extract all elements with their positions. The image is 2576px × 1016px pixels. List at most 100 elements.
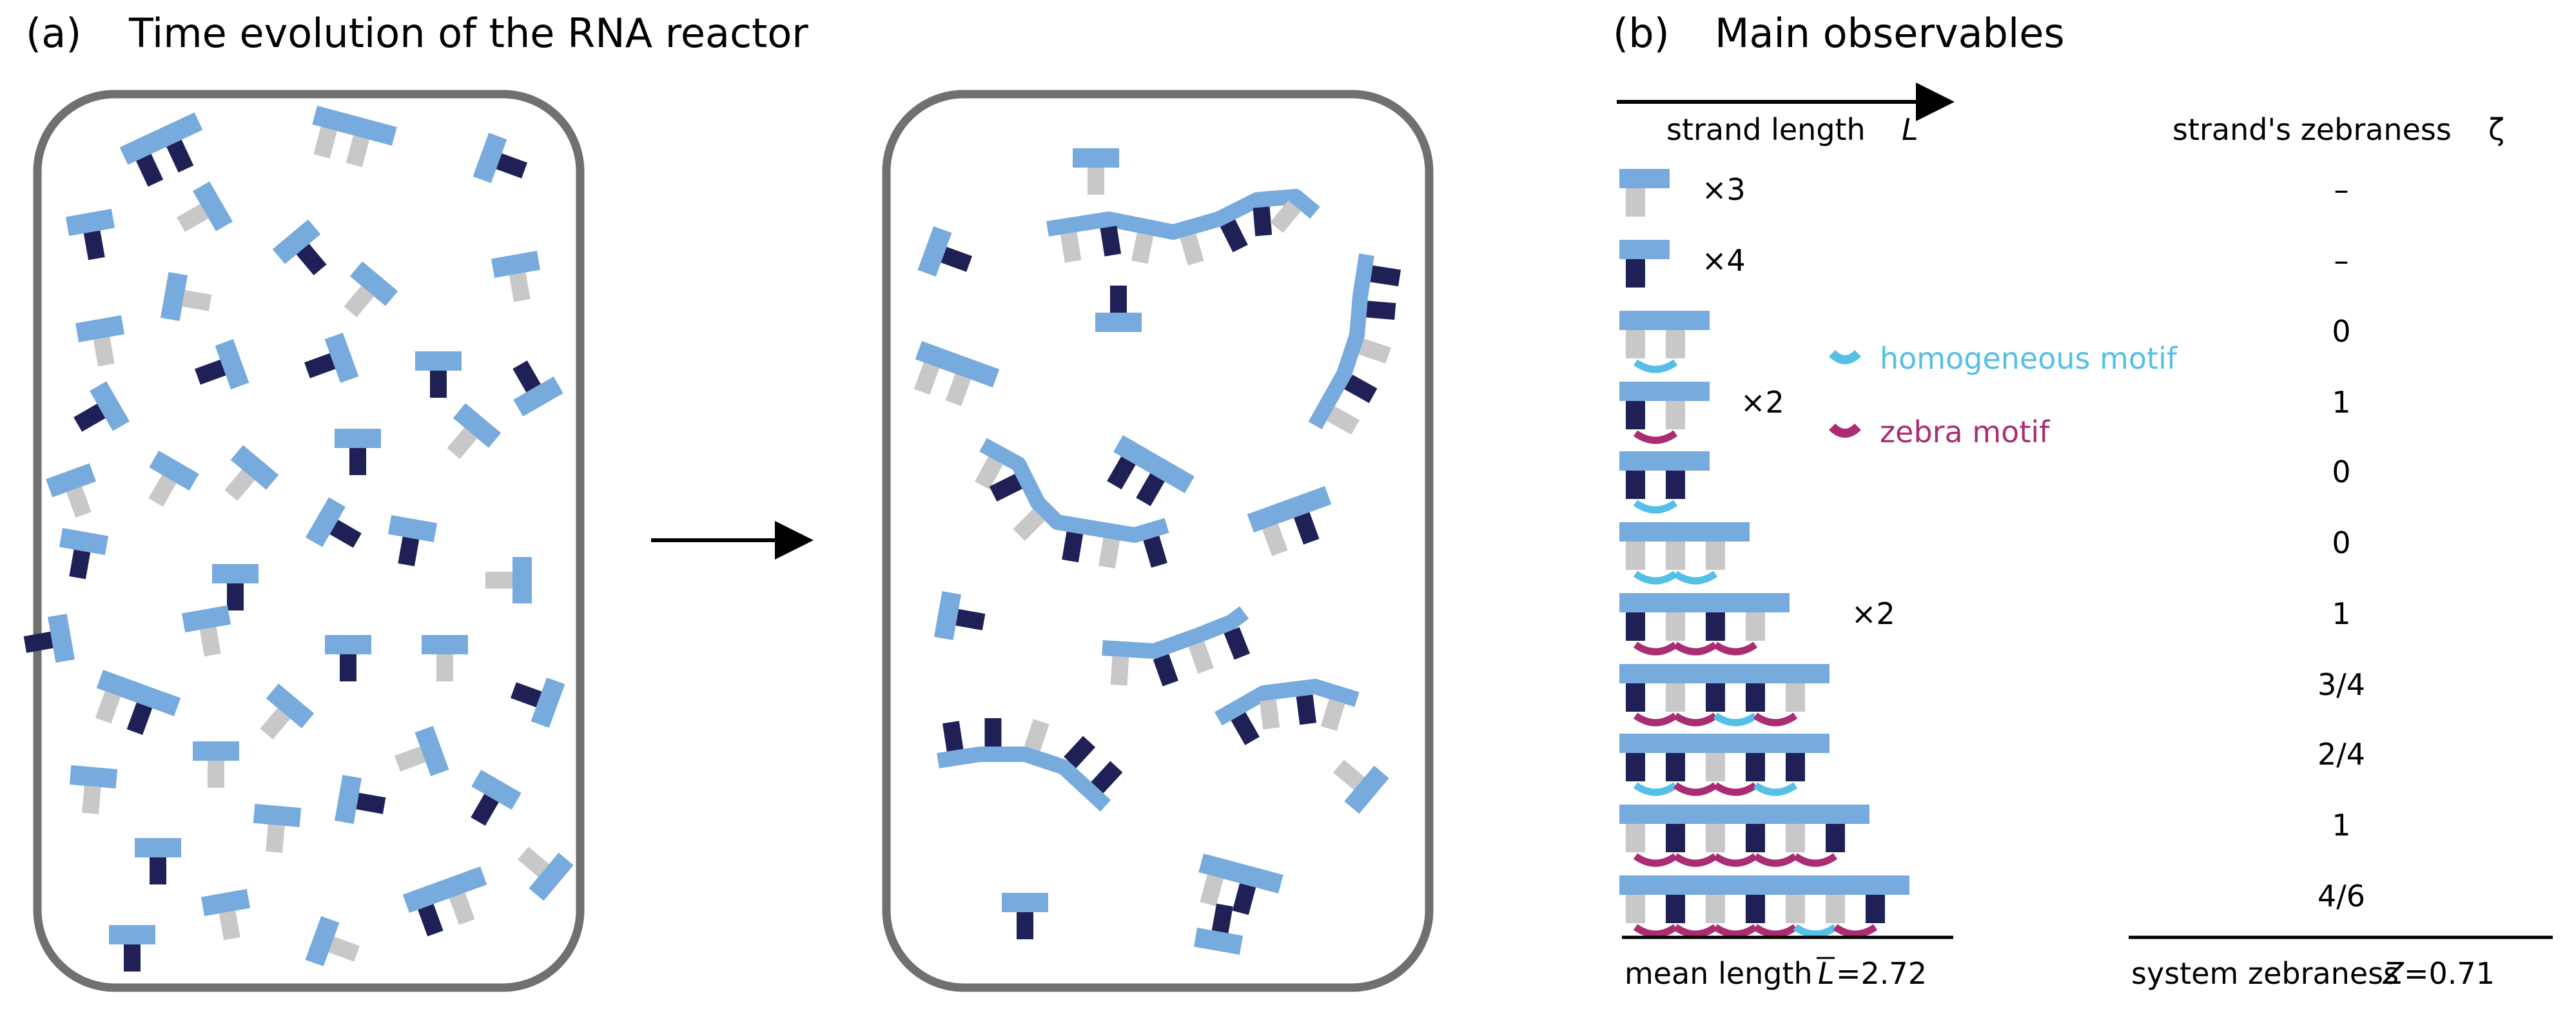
mean-length-value: =2.72 [1836, 956, 1927, 991]
strand-zebraness: 1 [2332, 808, 2350, 843]
dark-base [1786, 753, 1805, 781]
homogeneous-motif [1633, 359, 1678, 373]
strand-backbone [1619, 382, 1710, 401]
legend-zebra: zebra motif [1880, 415, 2051, 449]
strand-backbone [1619, 664, 1830, 683]
monomer [512, 360, 563, 416]
zebra-motif [1753, 853, 1798, 867]
dark-base [1626, 401, 1645, 429]
dark-base [1626, 753, 1645, 781]
reactor-evolved [882, 90, 1434, 992]
zebra-motif [1633, 924, 1678, 938]
strand-length-symbol: L [1902, 112, 1918, 147]
monomer [1193, 903, 1244, 955]
polymer-strand-curved [1102, 606, 1250, 687]
light-base [1626, 330, 1645, 358]
monomer [212, 564, 259, 611]
monomer [387, 514, 438, 567]
monomer [260, 683, 315, 740]
polymer-strand [402, 866, 487, 937]
dark-base [1626, 259, 1645, 288]
homogeneous-motif [1713, 712, 1758, 727]
monomer [394, 726, 449, 776]
strand-row: 0 [1619, 522, 2351, 585]
monomer [135, 838, 181, 884]
system-zebraness-label: system zebraness [2131, 956, 2399, 991]
homogeneous-motif [1793, 924, 1838, 938]
polymer-strand-curved [1308, 253, 1401, 435]
zebra-motif [1673, 853, 1718, 867]
monomer [510, 678, 565, 728]
strand-zebraness: 0 [2332, 314, 2350, 349]
strand-backbone [1619, 875, 1909, 895]
dark-base [1826, 824, 1845, 852]
monomer [471, 770, 522, 826]
zebra-motif [1673, 782, 1718, 796]
system-zebraness-symbol: Z [2382, 956, 2405, 991]
strand-backbone [1619, 240, 1670, 259]
strand-row: 1 [1619, 805, 2351, 867]
panel-b-title: Main observables [1715, 10, 2065, 57]
mean-length-symbol: L [1818, 956, 1835, 991]
polymer-strand [312, 105, 397, 168]
light-base [1786, 683, 1805, 712]
monomer [491, 250, 541, 302]
monomer [148, 451, 199, 507]
polymer-strand-curved [1215, 679, 1360, 745]
monomer [177, 181, 233, 232]
monomer [1002, 893, 1048, 939]
zebraness-symbol: ζ [2488, 112, 2504, 147]
strand-multiplier: ×3 [1702, 172, 1746, 207]
strand-row: 0 [1619, 311, 2351, 373]
monomer [46, 463, 96, 518]
dark-base [1666, 471, 1685, 499]
monomer [181, 605, 231, 657]
monomer [305, 916, 360, 966]
strand-row: 2/4 [1619, 734, 2365, 796]
polymer-strand [1107, 435, 1195, 507]
dark-base [1626, 683, 1645, 712]
monomer [59, 527, 109, 580]
strand-backbone [1619, 805, 1869, 824]
zebra-motif [1633, 712, 1678, 727]
zebra-motif [1753, 712, 1798, 727]
monomer [415, 351, 462, 398]
monomer [447, 403, 502, 460]
mean-length-label: mean length [1625, 956, 1813, 991]
zebraness-header: strand's zebraness [2172, 112, 2452, 147]
monomer [1095, 286, 1142, 332]
strand-zebraness: 1 [2332, 385, 2350, 420]
monomer [306, 497, 362, 548]
dark-base [1706, 612, 1725, 641]
legend-homogeneous: homogeneous motif [1880, 341, 2178, 376]
zebra-motif [1633, 430, 1678, 444]
panel-b-label: (b) [1613, 10, 1670, 57]
dark-base [1746, 824, 1765, 852]
light-base [1746, 612, 1765, 641]
light-base [1826, 895, 1845, 923]
monomer [344, 261, 398, 318]
dark-base [1666, 824, 1685, 852]
strand-row: 3/4 [1619, 664, 2365, 727]
monomer [73, 381, 130, 432]
strand-row: 4/6 [1619, 875, 2365, 938]
strand-multiplier: ×4 [1702, 243, 1746, 278]
monomer [193, 741, 239, 788]
strand-zebraness: – [2334, 172, 2349, 207]
strand-backbone [1619, 451, 1710, 471]
reactor-initial [33, 90, 585, 992]
zebra-motif [1713, 782, 1758, 796]
strand-row: ×4– [1619, 240, 2349, 288]
strand-zebraness: 0 [2332, 525, 2350, 560]
light-base [1706, 542, 1725, 570]
strand-zebraness: 4/6 [2317, 879, 2365, 913]
light-base [1666, 401, 1685, 429]
homogeneous-motif-icon [1829, 349, 1861, 364]
zebra-motif [1673, 924, 1718, 938]
monomer [109, 925, 155, 972]
homogeneous-motif [1633, 500, 1678, 514]
homogeneous-motif [1633, 571, 1678, 585]
polymer-strand [95, 670, 181, 736]
